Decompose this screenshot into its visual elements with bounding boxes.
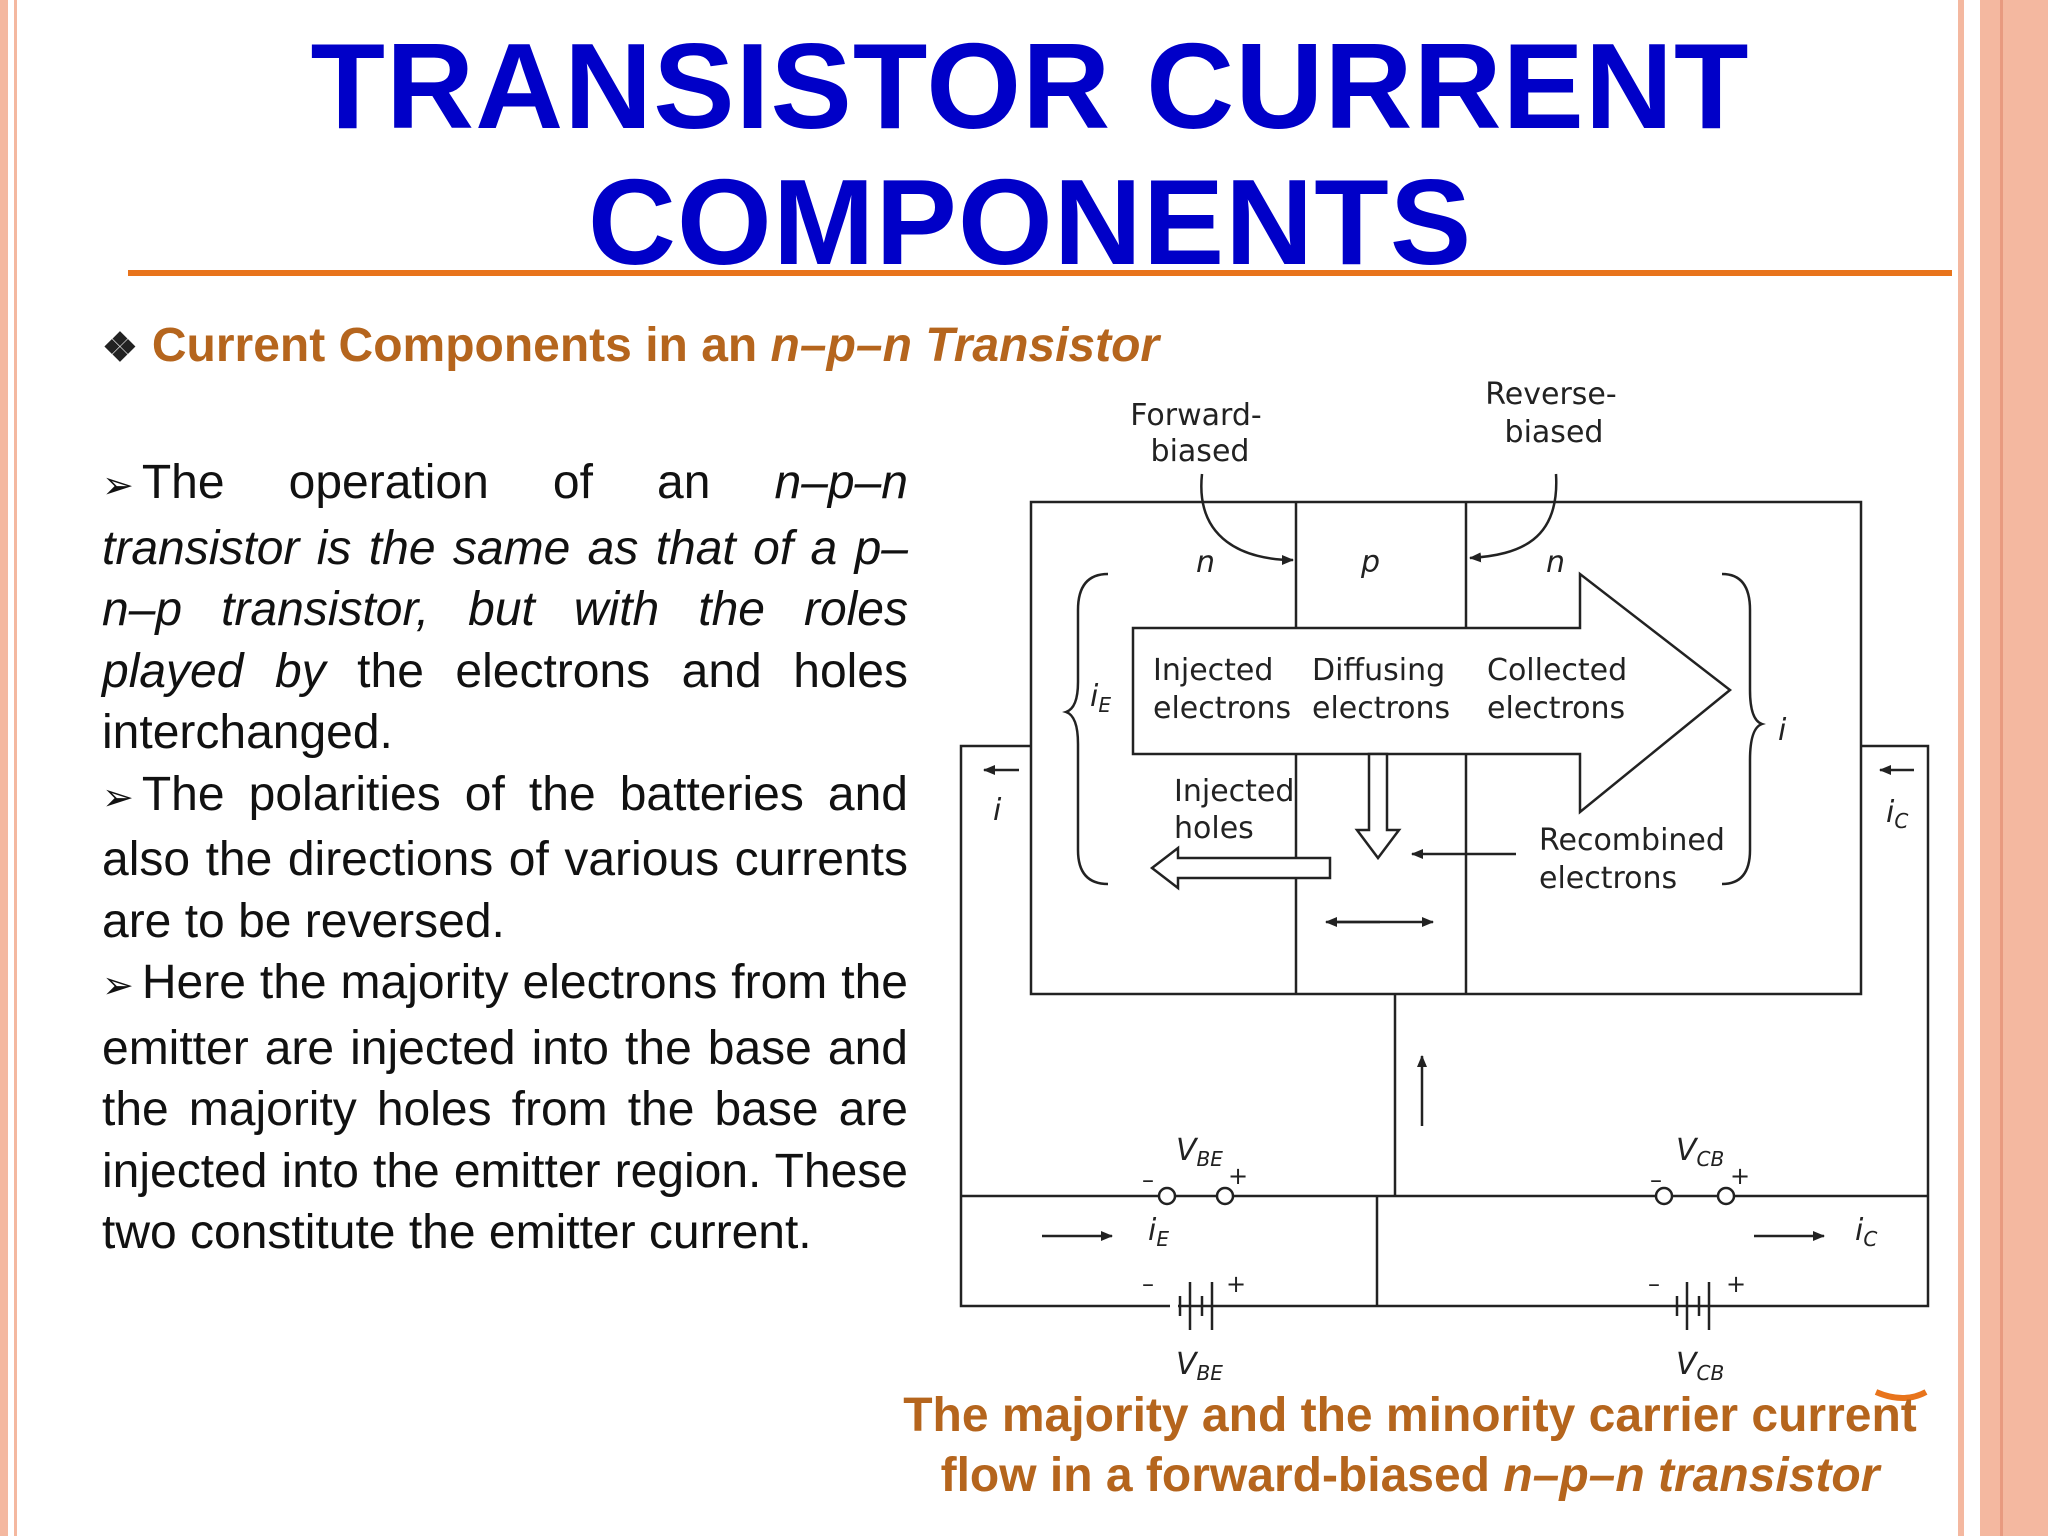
ic-right-label: iC [1886,795,1908,833]
left-wire [959,744,1930,1308]
arrowhead-bullet-icon: ➢ [102,776,134,819]
battery-vcb-minus: – [1648,1270,1660,1298]
region-label-n-right: n [1546,545,1565,580]
section-subheading: ❖ Current Components in an n–p–n Transist… [102,318,1159,373]
bullet-text: the electrons and holes interchanged. [102,644,909,760]
battery-vcb-icon [1675,1282,1711,1330]
battery-vcb-label: VCB [1676,1347,1724,1385]
forward-bias-pointer [1200,473,1294,565]
four-diamond-bullet-icon: ❖ [102,326,138,370]
right-border-stripe-line [2000,0,2003,1536]
caption-text: flow in a forward-biased [940,1449,1504,1502]
bullet-item: ➢Here the majority electrons from the em… [102,952,908,1264]
title-line-1: TRANSISTOR CURRENT [310,18,1750,154]
vbe-terminal-label: VBE [1176,1133,1223,1171]
vbe-plus-sign: + [1228,1162,1248,1190]
ie-brace-label: iE [1090,679,1111,717]
vcb-terminal-minus [1654,1186,1674,1206]
bullet-text: Here the majority electrons from the emi… [102,956,908,1259]
transistor-body [1029,500,1863,996]
arrowhead-bullet-icon: ➢ [102,965,134,1007]
bullet-list: ➢The operation of an n–p–n transistor is… [102,452,908,1264]
bullet-item: ➢The polarities of the batteries and als… [102,764,908,953]
battery-vbe-minus: – [1142,1270,1154,1298]
vcb-minus-sign: – [1650,1166,1662,1194]
title-underline [128,270,1952,276]
diffusing-down-arrow [1354,752,1402,861]
battery-vcb-plus: + [1726,1270,1746,1298]
vcb-terminal-label: VCB [1676,1133,1724,1171]
vbe-minus-sign: – [1142,1166,1154,1194]
left-border-stripe [0,0,8,1536]
i-brace-label: i [1778,713,1787,748]
bullet-text: The polarities of the batteries and also… [102,767,908,948]
orange-corner-decoration [1874,1389,1928,1401]
left-border-stripe-inner [14,0,17,1536]
vcb-plus-sign: + [1730,1162,1750,1190]
vbe-terminal-plus [1215,1186,1235,1206]
figure-caption: The majority and the minority carrier cu… [860,1386,1960,1506]
electron-flow-arrow [1131,571,1733,815]
arrowhead-bullet-icon: ➢ [102,465,134,507]
subheading-text: Current Components in an [151,319,771,372]
caption-italic: n–p–n transistor [1503,1449,1880,1502]
vcb-terminal-plus [1716,1186,1736,1206]
bullet-text-italic: n–p–n transistor is the same as that of … [102,456,908,698]
region-label-p: p [1360,545,1380,580]
reverse-bias-pointer [1469,473,1558,563]
reverse-biased-label: Reverse-biased [1485,377,1616,450]
forward-biased-label: Forward-biased [1130,398,1261,469]
i-left-label: i [993,793,1002,828]
bullet-text: The operation of an [141,456,775,509]
slide-title: TRANSISTOR CURRENT COMPONENTS [120,18,1940,290]
caption-line-2: flow in a forward-biased n–p–n transisto… [860,1446,1960,1506]
left-brace [1062,572,1109,886]
battery-vbe-plus: + [1226,1270,1246,1298]
right-brace [1721,572,1766,886]
ic-bottom-label: iC [1855,1213,1877,1251]
ie-bottom-label: iE [1148,1213,1169,1251]
injected-holes-arrow [1149,845,1332,891]
right-border-stripe-wide [1980,0,2048,1536]
region-label-n-left: n [1196,545,1215,580]
title-line-2: COMPONENTS [587,154,1473,290]
vbe-terminal-minus [1157,1186,1177,1206]
battery-vbe-label: VBE [1176,1347,1223,1385]
caption-line-1: The majority and the minority carrier cu… [903,1389,1917,1442]
bullet-item: ➢The operation of an n–p–n transistor is… [102,452,908,764]
battery-vbe-icon [1170,1282,1214,1330]
right-border-stripe-thin [1958,0,1964,1536]
subheading-italic: n–p–n Transistor [770,319,1160,372]
